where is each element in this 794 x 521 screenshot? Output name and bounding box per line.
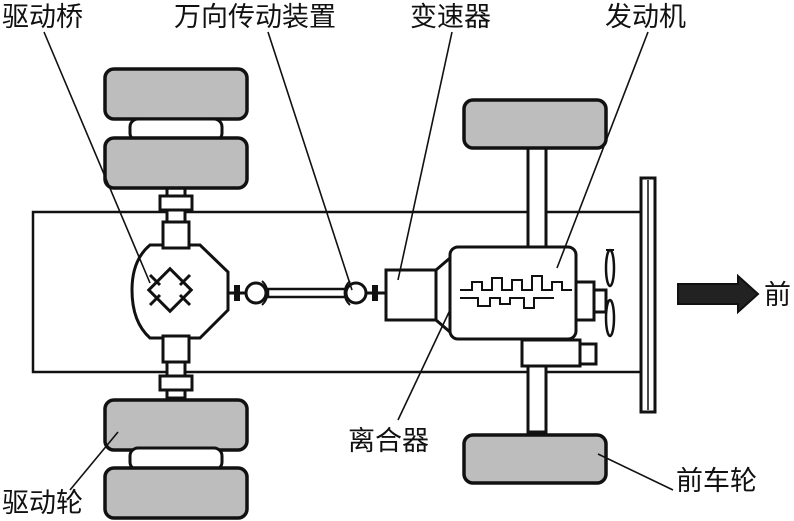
front-wheel-top <box>462 98 608 150</box>
leader-drive-axle <box>43 31 151 284</box>
engine-fan <box>574 248 616 338</box>
leader-clutch <box>397 309 451 421</box>
label-drive-axle: 驱动桥 <box>2 2 83 33</box>
label-drive-wheel: 驱动轮 <box>2 488 83 519</box>
drive-wheel-bottom <box>103 398 249 520</box>
label-front-wheel: 前车轮 <box>676 466 757 497</box>
leader-universal-drive <box>267 31 353 291</box>
engine-accessory <box>520 338 582 368</box>
leader-front-wheel <box>597 453 674 491</box>
label-clutch: 离合器 <box>348 426 429 457</box>
label-engine: 发动机 <box>605 2 686 33</box>
leader-drive-wheel <box>69 431 119 491</box>
label-forward: 前 <box>764 280 791 311</box>
engine-block <box>448 245 578 341</box>
leader-transmission <box>397 31 453 281</box>
label-transmission: 变速器 <box>410 2 491 33</box>
differential-housing <box>130 220 230 364</box>
forward-arrow <box>677 273 760 315</box>
rear-wheel-top <box>103 67 249 190</box>
leader-engine <box>556 31 649 269</box>
clutch-housing <box>434 254 452 336</box>
front-wheel-bottom <box>462 433 608 485</box>
transmission-box <box>384 268 438 322</box>
label-universal-drive: 万向传动装置 <box>174 2 336 33</box>
engine-accessory-cap <box>578 342 598 366</box>
